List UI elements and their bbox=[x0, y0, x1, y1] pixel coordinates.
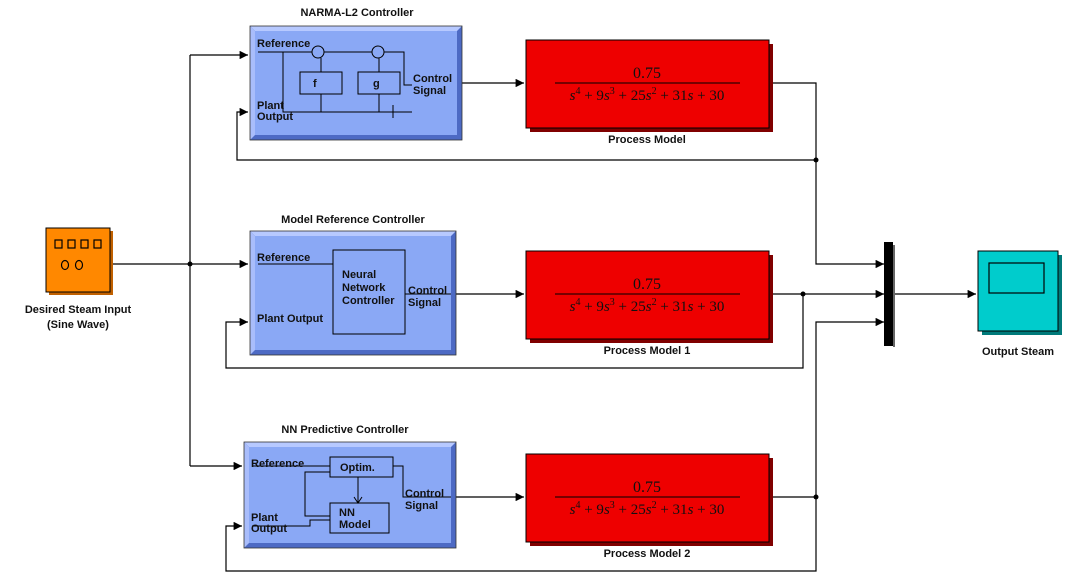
modelref-inner-line1: Neural bbox=[342, 269, 376, 281]
wire-pm2-feedback[interactable] bbox=[225, 497, 817, 572]
predictive-plant-label-2: Output bbox=[251, 523, 287, 535]
predictive-plant-label-1: Plant bbox=[251, 512, 278, 524]
neural-network-controller-inner-block bbox=[332, 249, 406, 335]
predictive-control-label-1: Control bbox=[405, 488, 444, 500]
source-label-line2: (Sine Wave) bbox=[47, 319, 109, 331]
optim-block bbox=[329, 456, 394, 478]
scope-screen-icon bbox=[988, 262, 1045, 294]
signal-wires bbox=[113, 50, 976, 572]
narma-plant-label-1: Plant bbox=[257, 100, 284, 112]
modelref-inner-line3: Controller bbox=[342, 295, 395, 307]
nn-model-label-2: Model bbox=[339, 519, 371, 531]
process-model-2-label: Process Model 2 bbox=[604, 548, 691, 560]
modelref-plant-output-label: Plant Output bbox=[257, 313, 323, 325]
mux-shadow bbox=[893, 245, 895, 347]
narma-inner-diagram bbox=[258, 45, 412, 118]
model-reference-controller-block[interactable]: Neural Network Controller Reference Plan… bbox=[249, 230, 457, 356]
process-model-0-label: Process Model bbox=[608, 134, 686, 146]
scope-label: Output Steam bbox=[982, 346, 1054, 358]
narma-plant-label-2: Output bbox=[257, 111, 293, 123]
process-model-1-label: Process Model 1 bbox=[604, 345, 691, 357]
narma-control-label-2: Signal bbox=[413, 85, 446, 97]
process-model-1-denominator: s4 + 9s3 + 25s2 + 31s + 30 bbox=[570, 297, 725, 315]
predictive-controller-title: NN Predictive Controller bbox=[281, 424, 409, 436]
wire-pm0-feedback[interactable] bbox=[236, 107, 816, 161]
process-model-0-denominator: s4 + 9s3 + 25s2 + 31s + 30 bbox=[570, 86, 725, 104]
process-model-0-numerator: 0.75 bbox=[633, 65, 661, 82]
sine-wave-source-icon bbox=[54, 239, 102, 271]
process-model-block-0[interactable]: 0.75 s4 + 9s3 + 25s2 + 31s + 30 bbox=[525, 39, 773, 132]
nn-model-block bbox=[329, 502, 390, 534]
mux-block[interactable] bbox=[884, 242, 893, 346]
process-model-2-denominator: s4 + 9s3 + 25s2 + 31s + 30 bbox=[570, 500, 725, 518]
narma-control-label-1: Control bbox=[413, 73, 452, 85]
wire-pm1-feedback[interactable] bbox=[225, 294, 804, 369]
predictive-reference-label: Reference bbox=[251, 458, 304, 470]
narma-f-label: f bbox=[313, 78, 317, 90]
output-scope-block[interactable] bbox=[977, 250, 1062, 335]
nn-model-label-1: NN bbox=[339, 507, 355, 519]
narma-controller-title: NARMA-L2 Controller bbox=[300, 7, 414, 19]
process-model-block-1[interactable]: 0.75 s4 + 9s3 + 25s2 + 31s + 30 bbox=[525, 250, 773, 343]
nn-predictive-controller-block[interactable]: Optim. NN Model Reference Plant Output C… bbox=[243, 441, 457, 549]
source-label-line1: Desired Steam Input bbox=[25, 304, 132, 316]
narma-g-label: g bbox=[373, 78, 380, 90]
narma-reference-label: Reference bbox=[257, 38, 310, 50]
process-model-1-numerator: 0.75 bbox=[633, 276, 661, 293]
optim-label: Optim. bbox=[340, 462, 375, 474]
wire-pm2-out[interactable] bbox=[769, 317, 884, 498]
predictive-control-label-2: Signal bbox=[405, 500, 438, 512]
modelref-inner-line2: Network bbox=[342, 282, 386, 294]
process-model-block-2[interactable]: 0.75 s4 + 9s3 + 25s2 + 31s + 30 bbox=[525, 453, 773, 546]
predictive-inner-diagram bbox=[252, 456, 451, 534]
sine-wave-source-block[interactable] bbox=[45, 227, 113, 295]
modelref-reference-label: Reference bbox=[257, 252, 310, 264]
process-model-2-numerator: 0.75 bbox=[633, 479, 661, 496]
modelref-control-label-2: Signal bbox=[408, 297, 441, 309]
junction-dots bbox=[187, 157, 819, 500]
narma-l2-controller-block[interactable]: f g Reference Plant Output Control Signa… bbox=[249, 25, 463, 141]
modelref-controller-title: Model Reference Controller bbox=[281, 214, 425, 226]
wire-pm0-out[interactable] bbox=[769, 82, 884, 269]
modelref-control-label-1: Control bbox=[408, 285, 447, 297]
